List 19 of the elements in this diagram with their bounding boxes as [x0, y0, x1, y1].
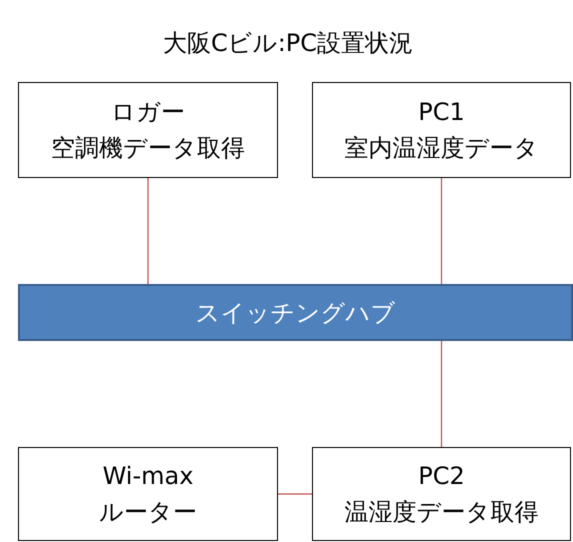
connector-line — [147, 178, 149, 284]
device-role: 温湿度データ取得 — [344, 497, 538, 528]
connector-line — [440, 341, 442, 447]
connector-line — [440, 178, 442, 284]
device-name: ロガー — [111, 97, 185, 128]
device-role: 室内温湿度データ — [344, 133, 538, 164]
device-name: PC1 — [418, 97, 465, 128]
device-box — [312, 447, 571, 541]
device-role: ルーター — [99, 497, 197, 528]
diagram-title: 大阪Cビル:PC設置状況 — [162, 28, 414, 58]
device-box — [18, 82, 278, 178]
connector-line — [278, 493, 312, 495]
device-name: Wi-max — [102, 461, 194, 492]
device-box — [18, 447, 278, 541]
hub-label: スイッチングハブ — [196, 298, 396, 328]
device-name: PC2 — [418, 461, 465, 492]
device-box — [312, 82, 571, 178]
hub-bar — [18, 284, 573, 341]
device-role: 空調機データ取得 — [51, 133, 245, 164]
